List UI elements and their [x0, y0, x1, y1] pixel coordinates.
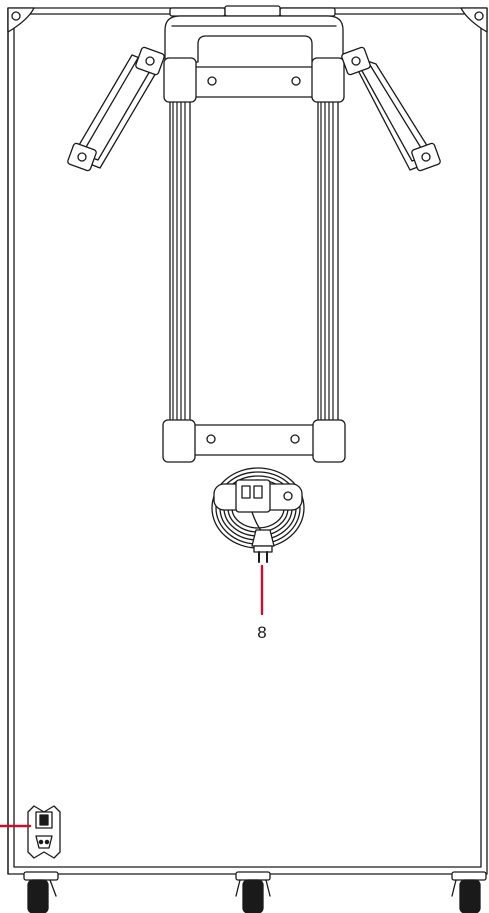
center-castor: [235, 871, 271, 913]
right-castor: [451, 871, 487, 913]
castor-wheels: [23, 871, 487, 913]
power-inlet-panel: [27, 805, 61, 859]
left-side-handle: [67, 46, 165, 172]
power-cable-coil: [211, 467, 305, 563]
right-side-handle: [341, 46, 441, 172]
trolley-handle: [162, 15, 346, 463]
left-castor: [23, 871, 59, 913]
callout-label-8: 8: [257, 623, 266, 642]
